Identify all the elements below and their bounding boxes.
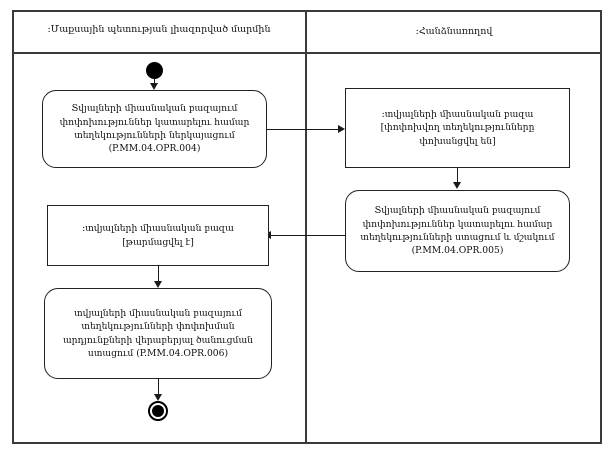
edge-object-transferred-to-opr005 — [457, 168, 458, 185]
object-node-transferred[interactable]: :տվյալների միասնական բազա [փոփոխվող տեղե… — [345, 88, 570, 168]
arrowhead-down-opr005 — [453, 182, 461, 189]
action-node-opr004-label: Տվյալների միասնական բազայում փոփոխությու… — [59, 103, 250, 155]
arrowhead-down-opr004 — [150, 83, 158, 90]
swimlane-title-right: :Հանձնառողով — [415, 26, 493, 37]
edge-opr005-to-object-updated — [271, 235, 345, 236]
action-node-opr004[interactable]: Տվյալների միասնական բազայում փոփոխությու… — [42, 90, 267, 168]
object-node-transferred-label: :տվյալների միասնական բազա [փոփոխվող տեղե… — [380, 108, 535, 147]
edge-object-updated-to-opr006 — [158, 266, 159, 285]
object-node-updated[interactable]: :տվյալների միասնական բազա [թարմացվել է] — [47, 205, 269, 266]
final-node-core — [152, 405, 164, 417]
arrowhead-right-object-transferred — [338, 125, 345, 133]
swimlane-title-left: :Մաքսային պետության լիազորված մարմին — [47, 24, 271, 35]
edge-opr004-to-object-transferred — [267, 129, 342, 130]
arrowhead-down-opr006 — [154, 281, 162, 288]
action-node-opr006-label: տվյալների միասնական բազայում տեղեկությու… — [62, 307, 254, 359]
edge-opr006-to-final — [158, 379, 159, 398]
arrowhead-down-final — [154, 394, 162, 401]
action-node-opr005[interactable]: Տվյալների միասնական բազայում փոփոխությու… — [345, 190, 570, 272]
object-node-updated-label: :տվյալների միասնական բազա [թարմացվել է] — [82, 223, 234, 248]
action-node-opr006[interactable]: տվյալների միասնական բազայում տեղեկությու… — [44, 288, 272, 379]
final-node — [148, 401, 168, 421]
swimlane-header-divider — [12, 52, 602, 54]
swimlane-vertical-divider — [305, 10, 307, 444]
initial-node — [146, 62, 163, 79]
action-node-opr005-label: Տվյալների միասնական բազայում փոփոխությու… — [360, 205, 555, 257]
